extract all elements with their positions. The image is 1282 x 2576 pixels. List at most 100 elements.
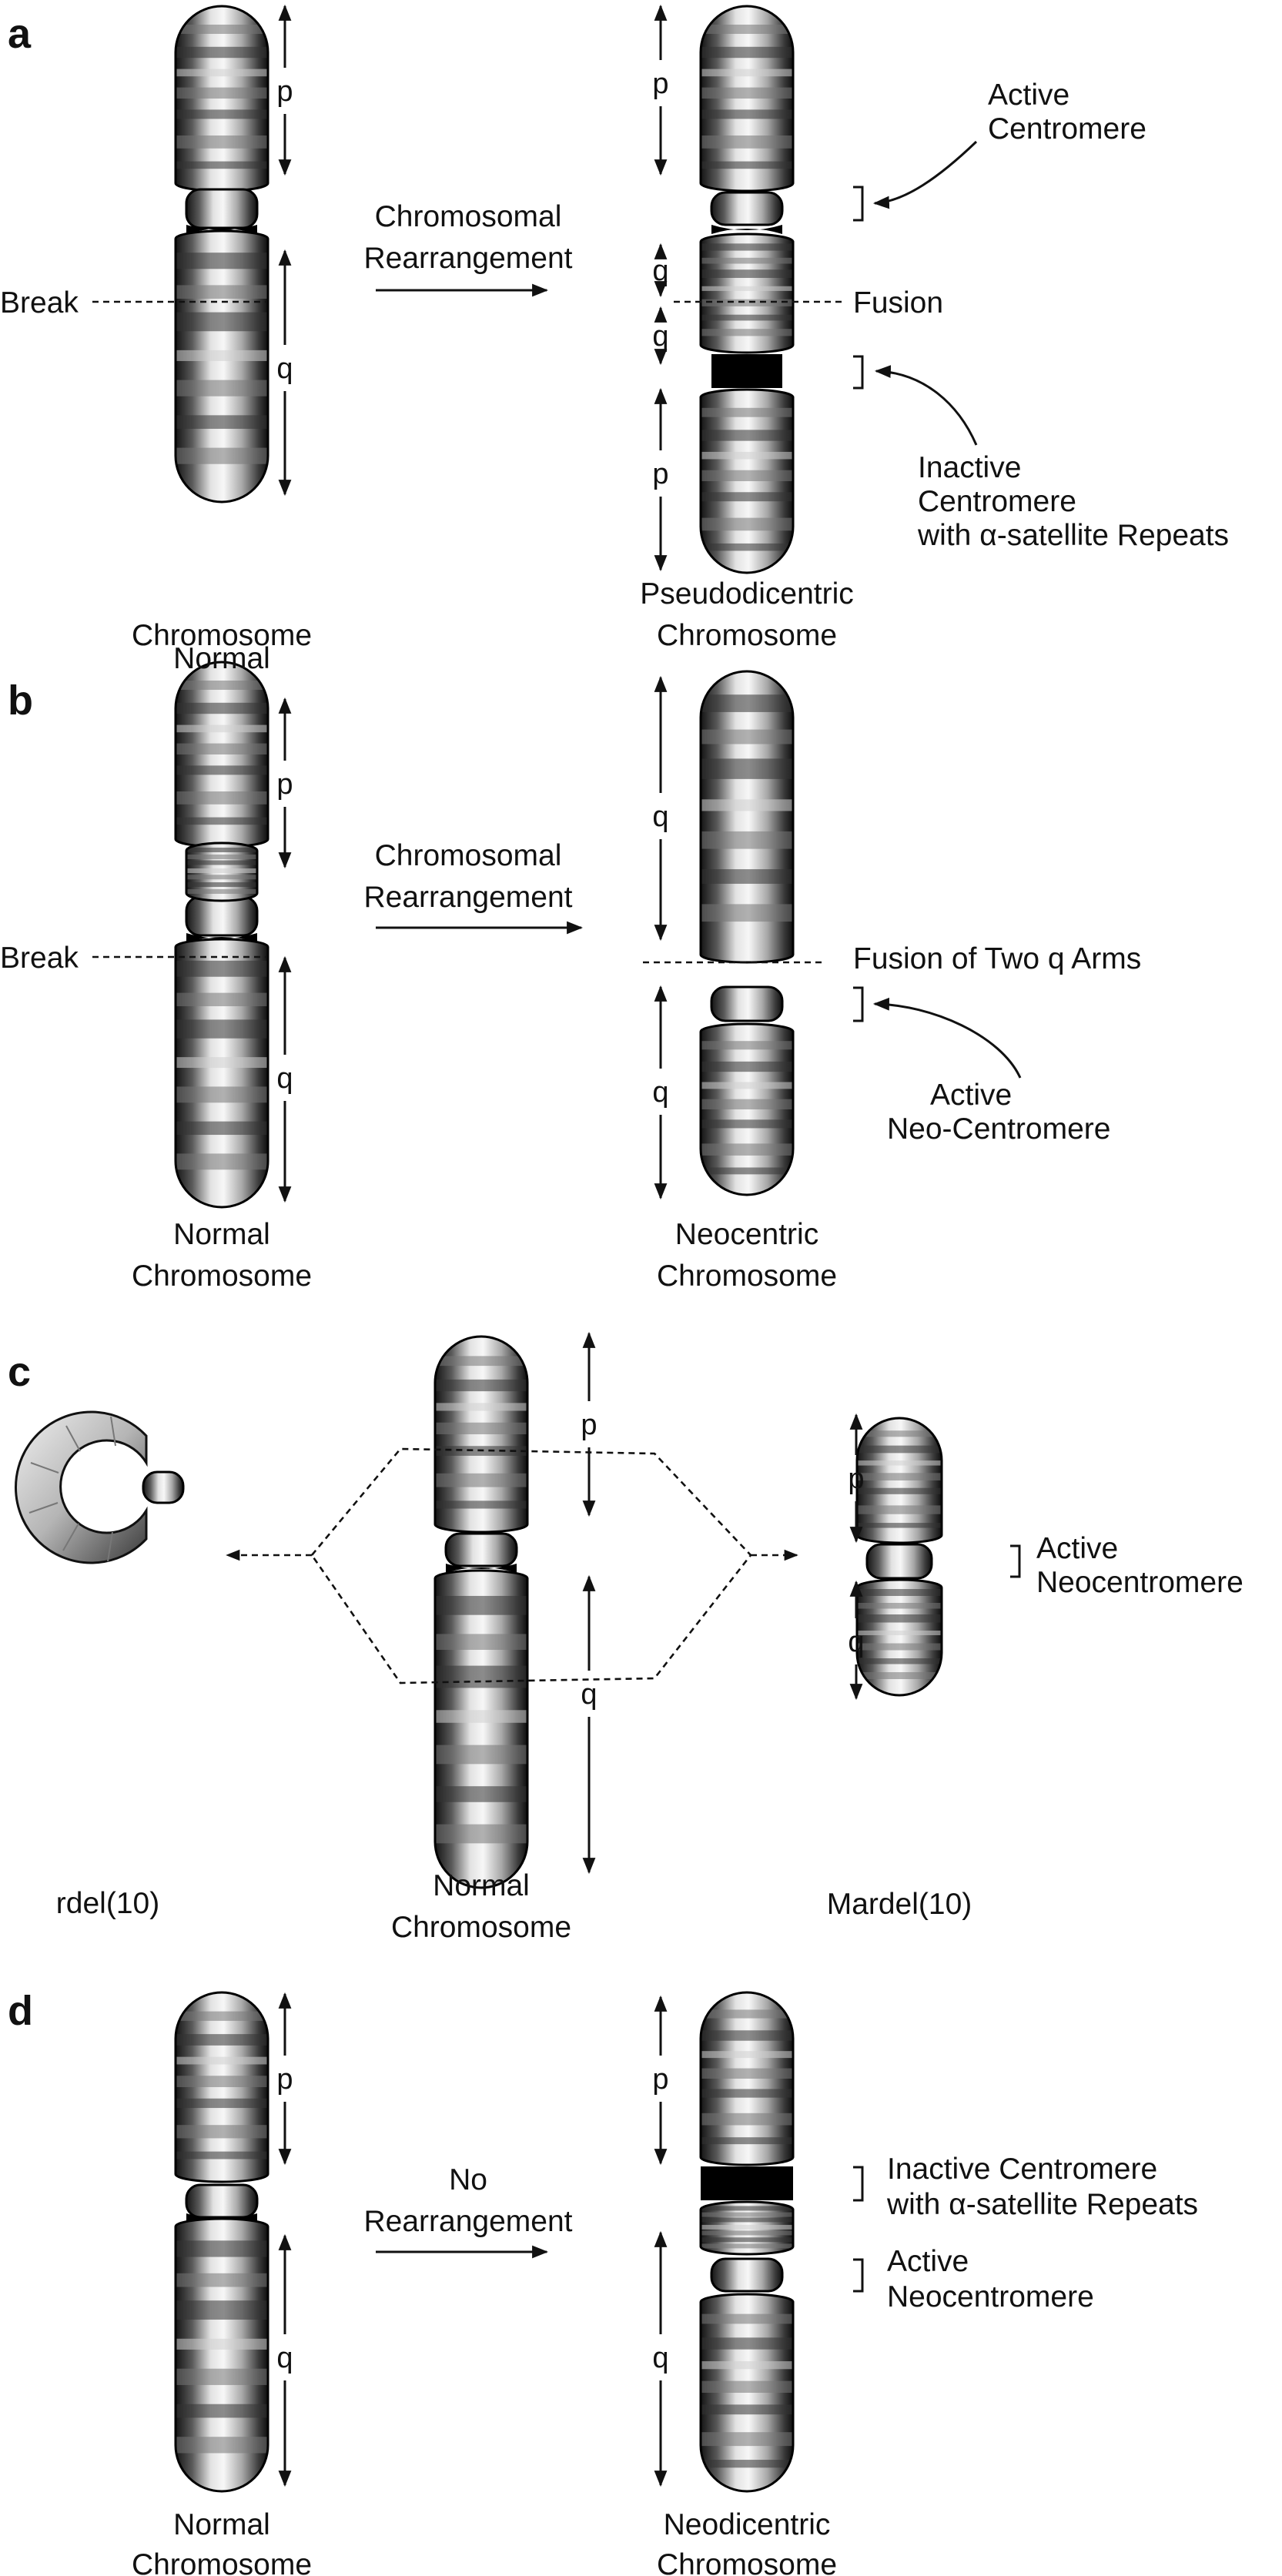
arm-label-q: q	[652, 320, 668, 353]
arrow-label-line1: Chromosomal	[375, 839, 562, 872]
chromosome-band	[701, 430, 793, 441]
panel-b: Break Normal Chromosome Chromosomal Rear…	[0, 839, 1141, 1293]
arm-label-q: q	[848, 1626, 864, 1658]
arm-outline	[855, 1578, 943, 1697]
chromosome-band	[435, 1422, 527, 1434]
chromosome-band	[435, 1595, 527, 1615]
chromosome-band	[176, 415, 268, 429]
chromosome-band	[701, 2137, 793, 2145]
normal-label-line1: Normal	[433, 1869, 530, 1902]
chromosome-band	[701, 243, 793, 251]
chromosome-band	[857, 1643, 942, 1651]
chromosome-band	[701, 135, 793, 149]
fusion-label: Fusion of Two q Arms	[853, 942, 1141, 975]
arm-label-q: q	[652, 2342, 668, 2374]
chromosome-band	[176, 2338, 268, 2350]
chromosome-band	[701, 543, 793, 551]
chromosome-band	[186, 868, 257, 873]
chromosome-band	[701, 492, 793, 502]
chromosome-band	[857, 1473, 942, 1480]
marker-label: Mardel(10)	[827, 1888, 972, 1921]
pseudodicentric-p-arm-bottom	[699, 388, 795, 574]
chromosome-band	[435, 1665, 527, 1688]
chromosome-band	[857, 1445, 942, 1454]
centromere	[185, 188, 259, 229]
chromosome-band	[701, 2051, 793, 2059]
arrow-label-line1: No	[449, 2163, 487, 2196]
chromosome-band	[701, 2460, 793, 2468]
result-label-line2: Chromosome	[657, 2548, 837, 2576]
arm-bands	[701, 1041, 793, 1175]
chromosome-band	[701, 257, 793, 264]
arm-outline	[699, 233, 795, 354]
active-label-line2: Centromere	[988, 112, 1146, 146]
arm-bands	[701, 2009, 793, 2145]
chromosome-band	[435, 1786, 527, 1802]
arm-outline	[699, 670, 795, 964]
chromosome-band	[701, 1143, 793, 1156]
centromere-constriction	[186, 2213, 257, 2223]
chromosome-band	[701, 161, 793, 169]
chromosome-band	[176, 46, 268, 59]
chromosome-band	[701, 904, 793, 922]
chromosome-band	[701, 87, 793, 99]
arm-bands	[435, 1595, 527, 1844]
active-label-line2: Neocentromere	[1036, 1566, 1244, 1599]
chromosome-band	[701, 286, 793, 291]
normal-label-line2: Chromosome	[391, 1911, 571, 1944]
arm-outline	[699, 388, 795, 574]
chromosome-band	[176, 1153, 268, 1170]
result-label-line1: Neodicentric	[664, 2508, 831, 2541]
inactive-label-line3: with α-satellite Repeats	[917, 519, 1229, 552]
q-arm-arrow: q	[276, 2233, 293, 2487]
active-neocentromere	[865, 1543, 933, 1580]
inactive-label-line2: with α-satellite Repeats	[886, 2188, 1198, 2221]
chromosome-band	[701, 2243, 793, 2249]
arm-label-q: q	[581, 1678, 597, 1711]
inactive-label-line1: Inactive Centromere	[887, 2153, 1157, 2186]
normal-label-line2: Chromosome	[132, 2548, 312, 2576]
chromosome-band	[701, 269, 793, 278]
chromosome-band	[701, 2217, 793, 2223]
arm-label-p: p	[276, 768, 293, 801]
q-arm-arrow: q	[652, 2230, 669, 2487]
chromosome-band	[701, 1099, 793, 1109]
ring-body	[15, 1410, 148, 1564]
chromosome-band	[176, 350, 268, 361]
chromosome-band	[176, 702, 268, 714]
break-label: Break	[0, 942, 79, 975]
chromosome-band	[435, 1634, 527, 1650]
active-neocentromere	[710, 2257, 784, 2293]
chromosome-band	[701, 2224, 793, 2230]
arm-bands	[186, 848, 257, 894]
chromosome-band	[701, 869, 793, 884]
chromosome-band	[701, 2113, 793, 2126]
q-arm-arrow: q	[276, 955, 293, 1203]
chromosome-band	[176, 724, 268, 733]
normal-label-line1: Normal	[173, 1218, 270, 1251]
normal-chromosome-d-p-arm	[174, 1991, 269, 2183]
p-arm-arrow: p	[652, 1995, 669, 2166]
arm-label-q: q	[652, 1076, 668, 1109]
chromosome-band	[186, 875, 257, 880]
chromosome-band	[857, 1631, 942, 1635]
chromosome-band	[701, 299, 793, 306]
chromosome-band	[176, 2034, 268, 2046]
deletion-outline	[310, 1447, 752, 1684]
chromosome-band	[701, 69, 793, 77]
chromosome-band	[186, 855, 257, 859]
arm-bands	[176, 253, 268, 464]
arm-label-q: q	[276, 353, 293, 385]
neodicentric-upper	[699, 1991, 795, 2166]
inactive-label-line2: Centromere	[918, 485, 1076, 518]
chromosome-band	[701, 729, 793, 744]
chromosome-band	[435, 1356, 527, 1367]
neodicentric-mid	[699, 2200, 795, 2256]
chromosome-band	[701, 2361, 793, 2370]
active-label-line1: Active	[1036, 1532, 1118, 1565]
chromosome-band	[701, 329, 793, 336]
chromosome-band	[176, 2240, 268, 2257]
chromosome-band	[176, 312, 268, 332]
panel-d: Normal Chromosome No Rearrangement Inact…	[132, 2153, 1198, 2576]
